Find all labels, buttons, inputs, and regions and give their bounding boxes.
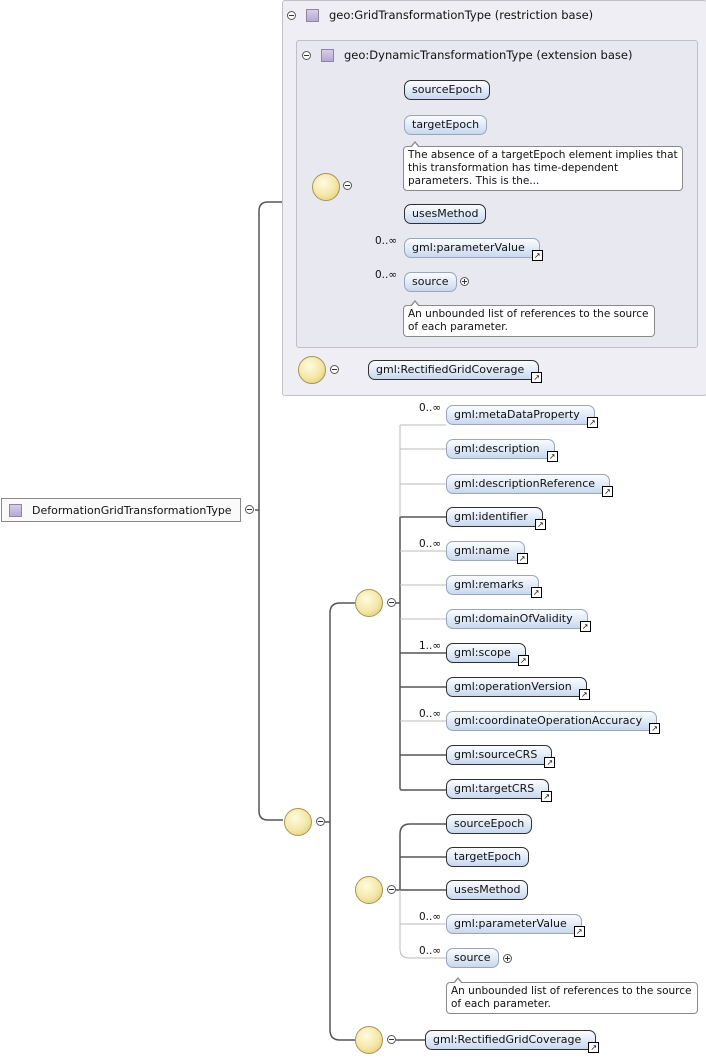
occurs-label: 0..∞ — [419, 945, 442, 957]
sequence-compositor-icon[interactable] — [298, 356, 326, 384]
collapse-sequence-icon[interactable] — [343, 181, 352, 190]
element-description-reference[interactable]: gml:descriptionReference↗ — [446, 474, 614, 497]
source-annotation: An unbounded list of references to the s… — [446, 977, 698, 1014]
collapse-sequence-icon[interactable] — [387, 885, 396, 894]
collapse-sequence-icon[interactable] — [387, 598, 396, 607]
element-source[interactable]: source — [446, 948, 499, 968]
reference-arrow-icon: ↗ — [579, 621, 591, 632]
reference-arrow-icon: ↗ — [586, 417, 598, 428]
complex-type-icon — [9, 504, 22, 517]
expand-source-icon[interactable] — [503, 954, 512, 963]
occurs-label: 0..∞ — [419, 402, 442, 414]
element-target-epoch[interactable]: targetEpoch — [446, 847, 530, 867]
collapse-sequence-icon[interactable] — [330, 365, 339, 374]
sequence-compositor-icon[interactable] — [355, 876, 383, 904]
reference-arrow-icon: ↗ — [531, 250, 543, 261]
element-coordinate-operation-accuracy[interactable]: gml:coordinateOperationAccuracy↗ — [446, 711, 661, 734]
sequence-compositor-icon[interactable] — [312, 173, 340, 201]
element-parameter-value[interactable]: gml:parameterValue↗ — [446, 914, 585, 937]
collapse-restriction-icon[interactable] — [287, 11, 296, 20]
element-source-epoch[interactable]: sourceEpoch — [404, 80, 491, 100]
element-source[interactable]: source — [404, 272, 457, 292]
sequence-compositor-icon[interactable] — [284, 808, 312, 836]
complex-type-icon — [321, 49, 334, 62]
element-scope[interactable]: gml:scope↗ — [446, 643, 529, 666]
complex-type-icon — [306, 9, 319, 22]
expand-source-icon[interactable] — [460, 277, 469, 286]
reference-arrow-icon: ↗ — [588, 1042, 600, 1053]
element-identifier[interactable]: gml:identifier↗ — [446, 507, 546, 530]
reference-arrow-icon: ↗ — [544, 757, 556, 768]
occurs-label: 0..∞ — [375, 269, 398, 281]
occurs-label: 0..∞ — [419, 538, 442, 550]
element-remarks[interactable]: gml:remarks↗ — [446, 575, 542, 598]
element-meta-data-property[interactable]: gml:metaDataProperty↗ — [446, 405, 598, 428]
reference-arrow-icon: ↗ — [530, 587, 542, 598]
element-rectified-grid-coverage[interactable]: gml:RectifiedGridCoverage↗ — [425, 1030, 600, 1053]
element-domain-of-validity[interactable]: gml:domainOfValidity↗ — [446, 609, 591, 632]
root-type-label: DeformationGridTransformationType — [32, 504, 232, 517]
reference-arrow-icon: ↗ — [517, 655, 529, 666]
element-source-crs[interactable]: gml:sourceCRS↗ — [446, 745, 556, 768]
reference-arrow-icon: ↗ — [534, 519, 546, 530]
element-name[interactable]: gml:name↗ — [446, 541, 528, 564]
reference-arrow-icon: ↗ — [649, 723, 661, 734]
occurs-label: 0..∞ — [419, 708, 442, 720]
collapse-extension-icon[interactable] — [302, 51, 311, 60]
collapse-sequence-icon[interactable] — [387, 1035, 396, 1044]
occurs-label: 0..∞ — [419, 911, 442, 923]
target-epoch-annotation: The absence of a targetEpoch element imp… — [403, 141, 683, 191]
collapse-sequence-icon[interactable] — [316, 817, 325, 826]
collapse-root-icon[interactable] — [245, 505, 254, 514]
element-uses-method[interactable]: usesMethod — [404, 204, 487, 224]
occurs-label: 0..∞ — [375, 235, 398, 247]
element-description[interactable]: gml:description↗ — [446, 439, 558, 462]
element-parameter-value[interactable]: gml:parameterValue↗ — [404, 238, 543, 261]
reference-arrow-icon: ↗ — [578, 689, 590, 700]
sequence-compositor-icon[interactable] — [355, 589, 383, 617]
element-target-epoch[interactable]: targetEpoch — [404, 115, 488, 135]
reference-arrow-icon: ↗ — [546, 451, 558, 462]
element-rectified-grid-coverage[interactable]: gml:RectifiedGridCoverage↗ — [368, 360, 543, 383]
element-target-crs[interactable]: gml:targetCRS↗ — [446, 779, 553, 802]
root-type-box[interactable]: DeformationGridTransformationType — [1, 498, 241, 522]
reference-arrow-icon: ↗ — [531, 372, 543, 383]
restriction-base-title: geo:GridTransformationType (restriction … — [329, 8, 594, 22]
reference-arrow-icon: ↗ — [541, 791, 553, 802]
extension-base-title: geo:DynamicTransformationType (extension… — [344, 48, 633, 62]
element-operation-version[interactable]: gml:operationVersion↗ — [446, 677, 590, 700]
reference-arrow-icon: ↗ — [516, 553, 528, 564]
extension-base-panel: geo:DynamicTransformationType (extension… — [296, 40, 698, 348]
reference-arrow-icon: ↗ — [573, 926, 585, 937]
reference-arrow-icon: ↗ — [602, 486, 614, 497]
sequence-compositor-icon[interactable] — [355, 1026, 383, 1054]
element-source-epoch[interactable]: sourceEpoch — [446, 814, 533, 834]
source-annotation: An unbounded list of references to the s… — [403, 300, 655, 337]
occurs-label: 1..∞ — [419, 640, 442, 652]
element-uses-method[interactable]: usesMethod — [446, 880, 529, 900]
